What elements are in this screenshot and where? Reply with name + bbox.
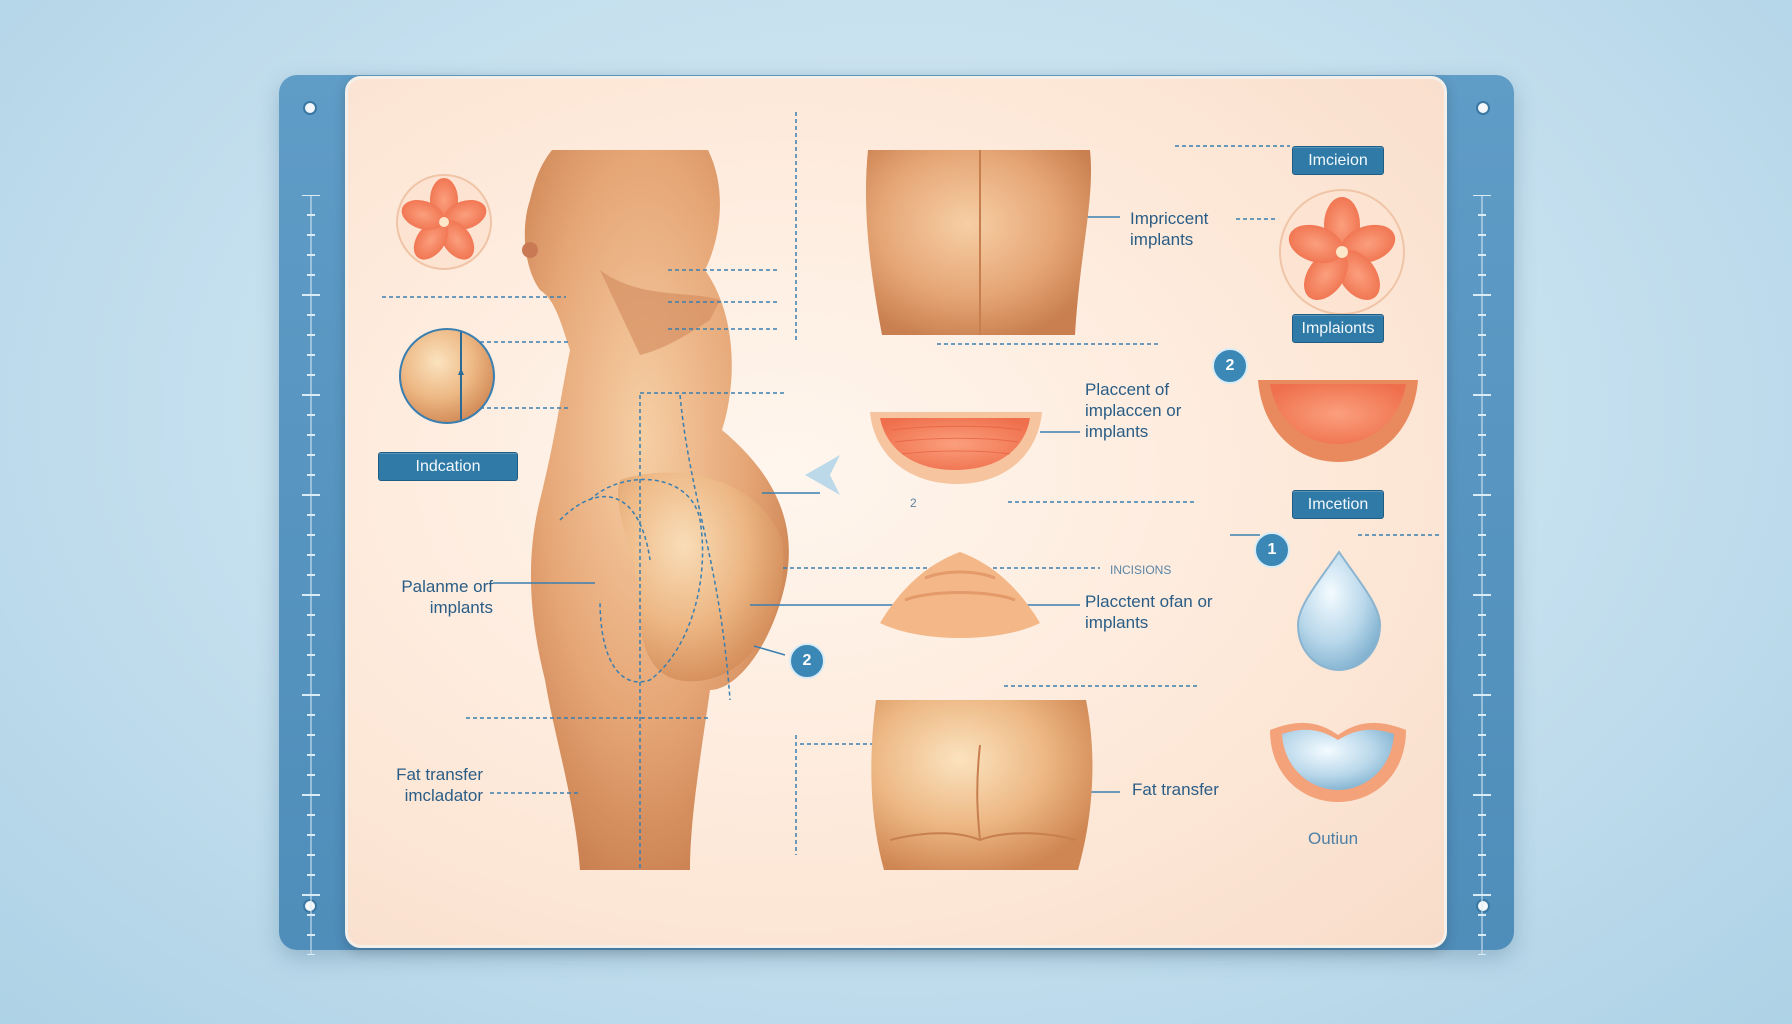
tissue-bowl-icon <box>1258 380 1418 462</box>
back-view-image <box>865 150 1092 335</box>
gland-icon <box>396 174 492 270</box>
label-fat-transfer-left: Fat transfer imcladator <box>396 765 483 805</box>
tag-indication-left: Indcation <box>378 452 518 481</box>
buttocks-rear-image <box>871 700 1093 870</box>
cross-section-icon <box>399 328 495 424</box>
implant-drop-icon <box>1296 550 1382 672</box>
arrow-left-icon <box>805 455 840 495</box>
screw-top-right <box>1476 101 1490 115</box>
mound-implant-icon <box>880 552 1040 638</box>
badge-one: 1 <box>1254 532 1290 568</box>
gland-icon-right <box>1279 189 1405 315</box>
badge-two-body: 2 <box>789 643 825 679</box>
badge-two-right: 2 <box>1212 348 1248 384</box>
label-palanme: Palanme orf implants <box>401 577 493 617</box>
label-small-two: 2 <box>910 496 917 510</box>
ruler-left <box>302 195 320 955</box>
screw-top-left <box>303 101 317 115</box>
tag-incision-top-right: Imcieion <box>1292 146 1384 175</box>
guide-lines <box>382 112 1440 870</box>
label-outline: Outiun <box>1308 829 1359 848</box>
tag-incision-right-mid: Imcetion <box>1292 490 1384 519</box>
label-incisions: INCISIONS <box>1110 563 1172 577</box>
ruler-right <box>1473 195 1491 955</box>
implant-cup-icon <box>1270 722 1406 802</box>
label-implants-top: Impriccent implants <box>1130 209 1209 249</box>
tag-implants: Implaionts <box>1292 314 1384 343</box>
label-placement-mid: Placcent of implaccen or implants <box>1085 380 1182 441</box>
label-placement-cone: Placctent ofan or implants <box>1085 592 1213 632</box>
torso-side-view <box>522 150 789 870</box>
tissue-section-icon <box>870 412 1042 484</box>
label-fat-transfer-right: Fat transfer <box>1132 780 1219 799</box>
